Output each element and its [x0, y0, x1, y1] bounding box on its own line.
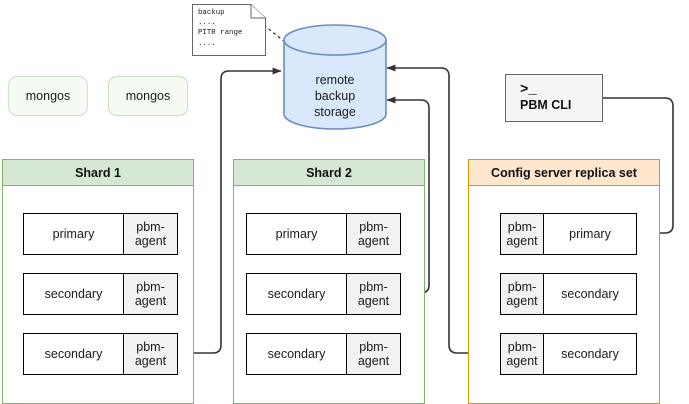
- storage-label-line-3: storage: [314, 105, 356, 119]
- group-shard-2: Shard 2 primary pbm- agent secondary pbm…: [233, 159, 425, 404]
- mongos-box-2[interactable]: mongos: [108, 76, 188, 116]
- mongos-label: mongos: [25, 89, 71, 103]
- pbm-agent-cell[interactable]: pbm- agent: [501, 274, 544, 314]
- shard-2-node-2[interactable]: secondary pbm- agent: [246, 273, 401, 315]
- group-shard-1: Shard 1 primary pbm- agent secondary pbm…: [2, 159, 194, 404]
- pbm-agent-cell[interactable]: pbm- agent: [501, 214, 544, 254]
- node-role: secondary: [24, 334, 123, 374]
- cylinder-shape: [283, 24, 387, 130]
- group-title-shard-2: Shard 2: [234, 160, 424, 186]
- node-role: primary: [544, 214, 636, 254]
- group-config-server-replica-set: Config server replica set pbm- agent pri…: [468, 159, 660, 404]
- pbm-agent-cell[interactable]: pbm- agent: [123, 274, 177, 314]
- mongos-label: mongos: [125, 89, 171, 103]
- group-title-shard-1: Shard 1: [3, 160, 193, 186]
- node-role: secondary: [544, 334, 636, 374]
- mongos-box-1[interactable]: mongos: [8, 76, 88, 116]
- note-shape: [192, 4, 266, 56]
- pbm-cli-label: PBM CLI: [520, 97, 572, 112]
- node-role: primary: [24, 214, 123, 254]
- backup-note[interactable]: backup .... PITR range ....: [192, 4, 266, 56]
- pbm-agent-cell[interactable]: pbm- agent: [346, 214, 400, 254]
- shard-2-node-3[interactable]: secondary pbm- agent: [246, 333, 401, 375]
- note-text: backup .... PITR range ....: [198, 9, 243, 48]
- pbm-agent-cell[interactable]: pbm- agent: [123, 334, 177, 374]
- shard-2-node-1[interactable]: primary pbm- agent: [246, 213, 401, 255]
- node-role: secondary: [247, 274, 346, 314]
- terminal-prompt-icon: >_: [520, 81, 537, 98]
- storage-label: remote backup storage: [283, 72, 387, 120]
- pbm-agent-cell[interactable]: pbm- agent: [346, 274, 400, 314]
- shard-1-node-2[interactable]: secondary pbm- agent: [23, 273, 178, 315]
- pbm-agent-cell[interactable]: pbm- agent: [501, 334, 544, 374]
- storage-label-line-1: remote: [315, 73, 355, 87]
- shard-1-node-1[interactable]: primary pbm- agent: [23, 213, 178, 255]
- node-role: secondary: [247, 334, 346, 374]
- pbm-agent-cell[interactable]: pbm- agent: [123, 214, 177, 254]
- node-role: primary: [247, 214, 346, 254]
- remote-backup-storage[interactable]: remote backup storage: [283, 24, 387, 130]
- node-role: secondary: [24, 274, 123, 314]
- pbm-agent-cell[interactable]: pbm- agent: [346, 334, 400, 374]
- group-title-config-server: Config server replica set: [469, 160, 659, 186]
- config-node-1[interactable]: pbm- agent primary: [500, 213, 637, 255]
- node-role: secondary: [544, 274, 636, 314]
- config-node-3[interactable]: pbm- agent secondary: [500, 333, 637, 375]
- storage-label-line-2: backup: [314, 89, 356, 103]
- shard-1-node-3[interactable]: secondary pbm- agent: [23, 333, 178, 375]
- pbm-cli-box[interactable]: >_ PBM CLI: [505, 74, 603, 122]
- config-node-2[interactable]: pbm- agent secondary: [500, 273, 637, 315]
